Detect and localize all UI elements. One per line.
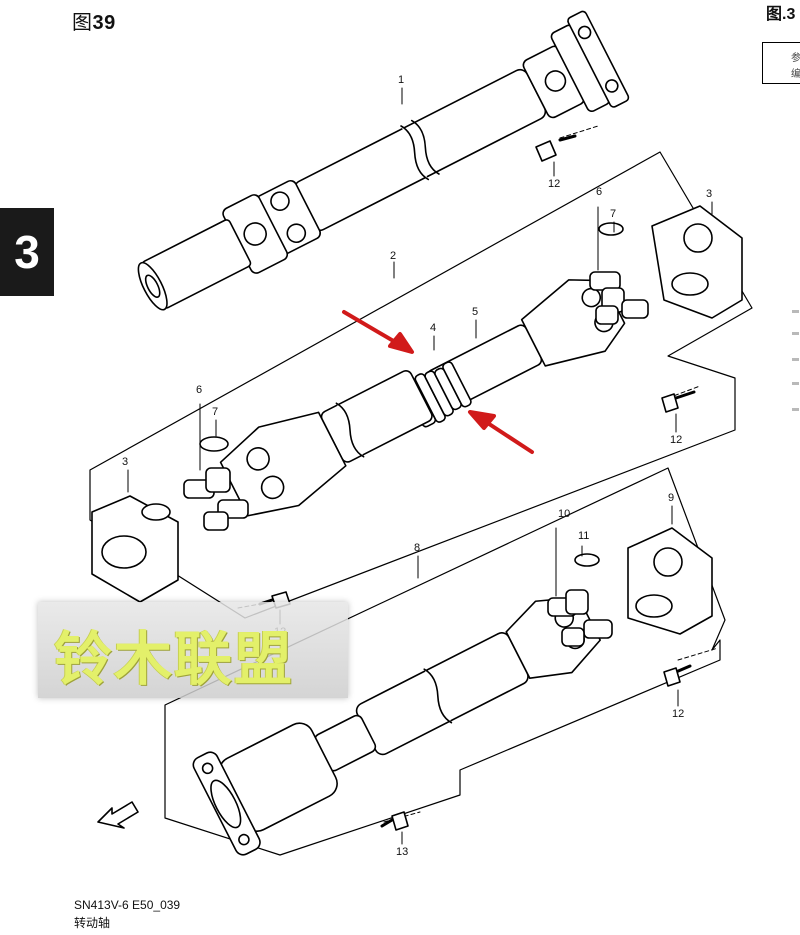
next-figure-title: 图.3 bbox=[766, 6, 796, 23]
bolt-12-middle bbox=[661, 385, 701, 433]
side-table-fragment: 参 编 bbox=[762, 42, 800, 84]
bolt-12-bottom bbox=[663, 647, 719, 707]
callout-4: 4 bbox=[430, 322, 437, 334]
callout-12-middle: 12 bbox=[670, 434, 683, 446]
red-arrow-upper bbox=[342, 310, 414, 354]
watermark-overlay: 铃木联盟 bbox=[38, 602, 348, 698]
callout-10: 10 bbox=[558, 508, 571, 520]
figure-title: 图39 bbox=[72, 6, 116, 35]
flange-9 bbox=[627, 527, 713, 635]
callout-13: 13 bbox=[396, 846, 409, 858]
edge-marks bbox=[792, 310, 800, 430]
ujoint-spider-bottom bbox=[547, 553, 613, 647]
figure-number: 39 bbox=[92, 12, 116, 34]
diagram-name: 转动轴 bbox=[74, 916, 111, 930]
figure-prefix: 图 bbox=[72, 12, 93, 34]
shaft-tube-front bbox=[219, 370, 433, 517]
callout-1: 1 bbox=[398, 74, 405, 86]
callout-3-right: 3 bbox=[706, 188, 713, 200]
diagram-code: SN413V-6 E50_039 bbox=[74, 898, 181, 912]
ujoint-spider-right bbox=[589, 222, 649, 325]
bolt-12-top bbox=[535, 125, 599, 177]
callout-12-top: 12 bbox=[548, 178, 561, 190]
side-table-char-1: 参 bbox=[791, 53, 800, 64]
callout-7-right: 7 bbox=[610, 208, 617, 220]
shaft-assembly-8 bbox=[192, 596, 601, 856]
callout-6-left: 6 bbox=[196, 384, 203, 396]
red-arrow-lower bbox=[468, 410, 534, 454]
section-tab: 3 bbox=[0, 208, 54, 296]
side-table-char-2: 编 bbox=[791, 69, 800, 80]
ujoint-spider-left bbox=[183, 436, 249, 531]
callout-11: 11 bbox=[578, 530, 590, 542]
callout-2: 2 bbox=[390, 250, 397, 262]
watermark-text: 铃木联盟 bbox=[54, 625, 295, 693]
callout-6-right: 6 bbox=[596, 186, 603, 198]
callout-5: 5 bbox=[472, 306, 479, 318]
callout-9: 9 bbox=[668, 492, 675, 504]
flange-3-left bbox=[91, 495, 179, 603]
shaft-assembly-1 bbox=[137, 10, 630, 311]
callout-7-left: 7 bbox=[212, 406, 219, 418]
bolt-13 bbox=[380, 811, 421, 845]
fwd-arrow-icon bbox=[97, 801, 139, 829]
callout-8: 8 bbox=[414, 542, 421, 554]
callout-12-bottom: 12 bbox=[672, 708, 685, 720]
flange-3-right bbox=[651, 205, 743, 319]
callout-3-left: 3 bbox=[122, 456, 129, 468]
